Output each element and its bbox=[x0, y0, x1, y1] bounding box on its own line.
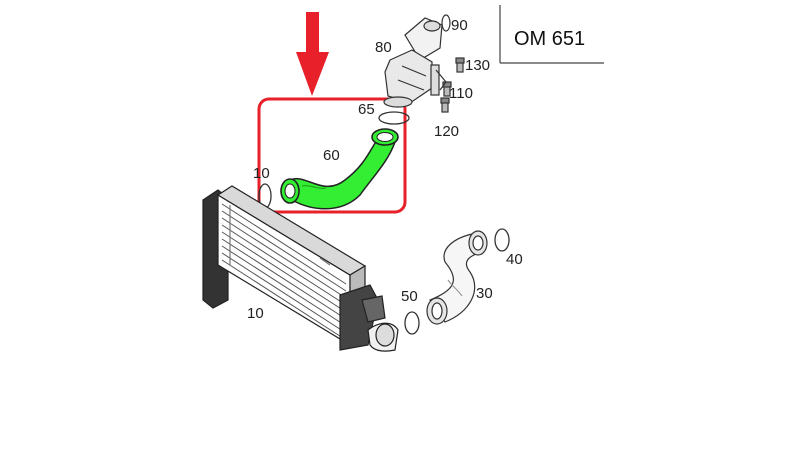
red-arrow-icon bbox=[296, 12, 329, 96]
charge-air-hose-30 bbox=[426, 230, 488, 325]
callout-50: 50 bbox=[401, 288, 418, 305]
intercooler bbox=[202, 185, 399, 352]
o-ring-50 bbox=[404, 311, 420, 335]
callout-130: 130 bbox=[465, 57, 490, 74]
engine-code-box: OM 651 bbox=[499, 5, 604, 64]
callout-90: 90 bbox=[451, 17, 468, 34]
o-ring-40 bbox=[494, 228, 510, 252]
callout-120: 120 bbox=[434, 123, 459, 140]
callout-65: 65 bbox=[358, 101, 375, 118]
callout-40: 40 bbox=[506, 251, 523, 268]
callout-30: 30 bbox=[476, 285, 493, 302]
callout-80: 80 bbox=[375, 39, 392, 56]
callout-110: 110 bbox=[449, 85, 473, 102]
highlight-frame bbox=[257, 97, 407, 214]
callouts: 90 80 130 110 120 65 60 10 40 30 50 10 bbox=[247, 17, 523, 322]
callout-10-top: 10 bbox=[253, 165, 270, 182]
callout-60: 60 bbox=[323, 147, 340, 164]
callout-10-main: 10 bbox=[247, 305, 264, 322]
engine-code-label: OM 651 bbox=[514, 28, 585, 50]
intake-assembly bbox=[383, 14, 465, 113]
o-ring-65 bbox=[378, 111, 410, 125]
charge-air-hose-60 bbox=[280, 128, 399, 210]
